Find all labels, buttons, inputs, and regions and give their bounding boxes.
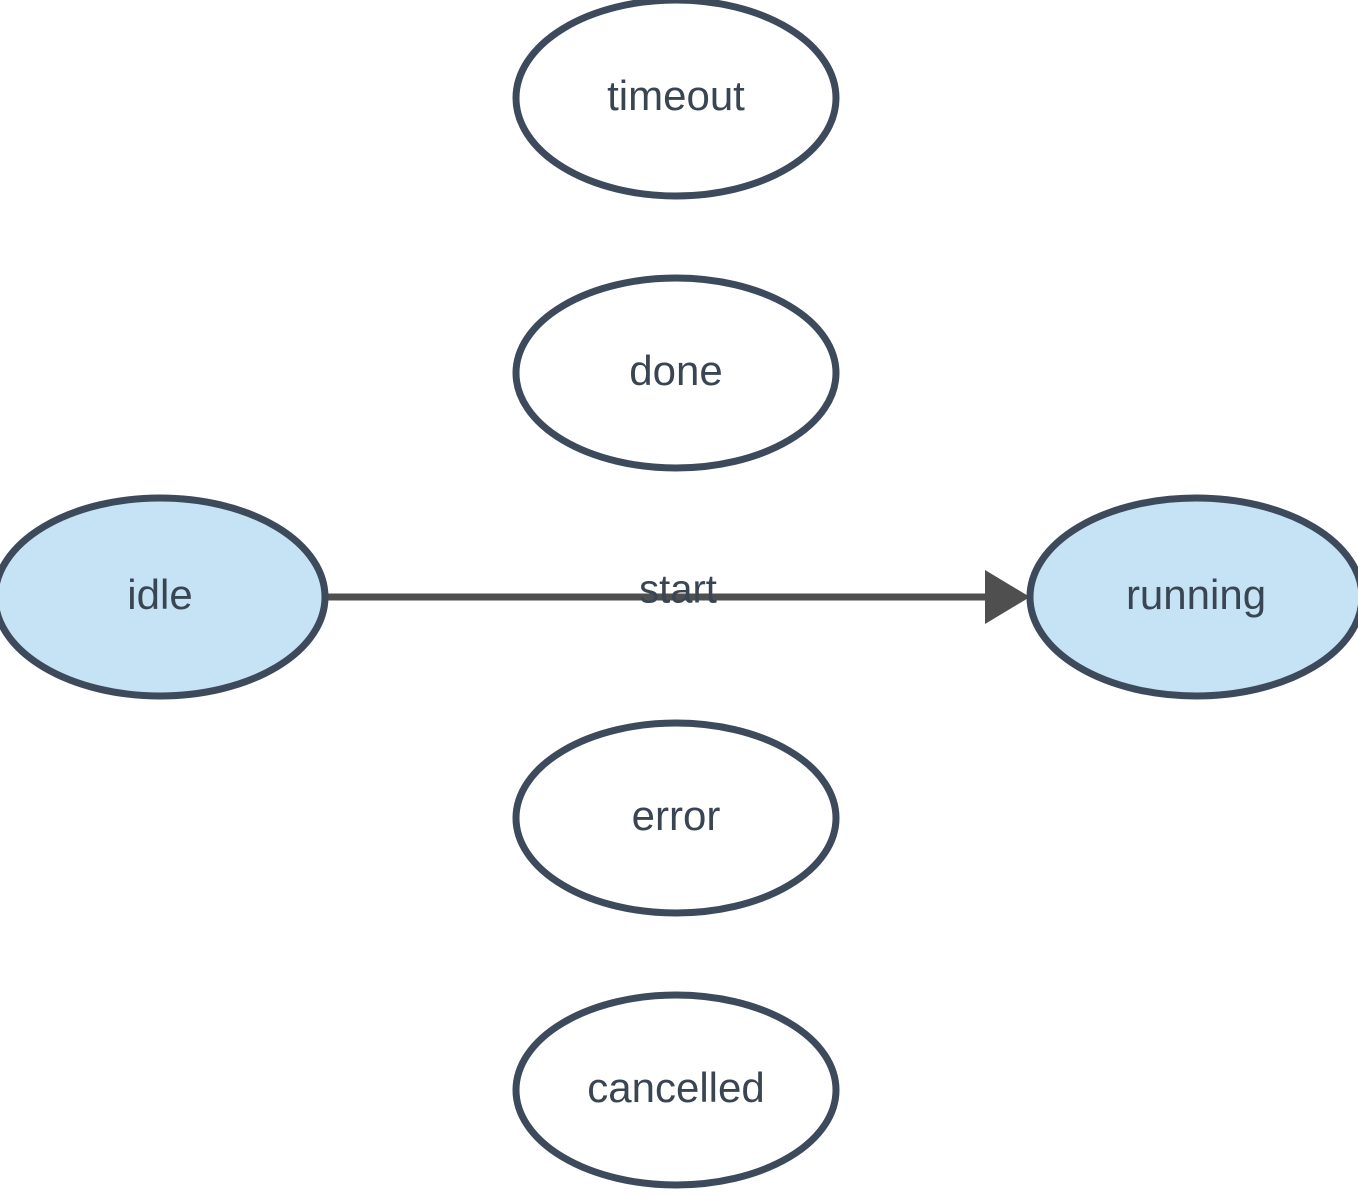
node-running-label: running — [1126, 571, 1266, 618]
edge-label-start: start — [639, 568, 717, 612]
node-running-shape — [1026, 494, 1358, 700]
edge-idle-to-running[interactable]: start — [325, 568, 1030, 624]
node-idle[interactable]: idle — [0, 494, 329, 700]
node-error-label: error — [632, 792, 721, 839]
node-idle-label: idle — [127, 571, 192, 618]
node-cancelled-label: cancelled — [587, 1064, 764, 1111]
node-done-label: done — [629, 347, 722, 394]
node-cancelled[interactable]: cancelled — [512, 991, 840, 1189]
node-done-shape — [512, 274, 840, 472]
arrowhead-icon — [985, 570, 1030, 624]
node-running[interactable]: running — [1026, 494, 1358, 700]
node-done[interactable]: done — [512, 274, 840, 472]
node-timeout-shape — [512, 0, 840, 200]
node-error-shape — [512, 719, 840, 917]
node-idle-shape — [0, 494, 329, 700]
node-cancelled-shape — [512, 991, 840, 1189]
node-error[interactable]: error — [512, 719, 840, 917]
node-timeout[interactable]: timeout — [512, 0, 840, 200]
node-timeout-label: timeout — [607, 72, 745, 119]
